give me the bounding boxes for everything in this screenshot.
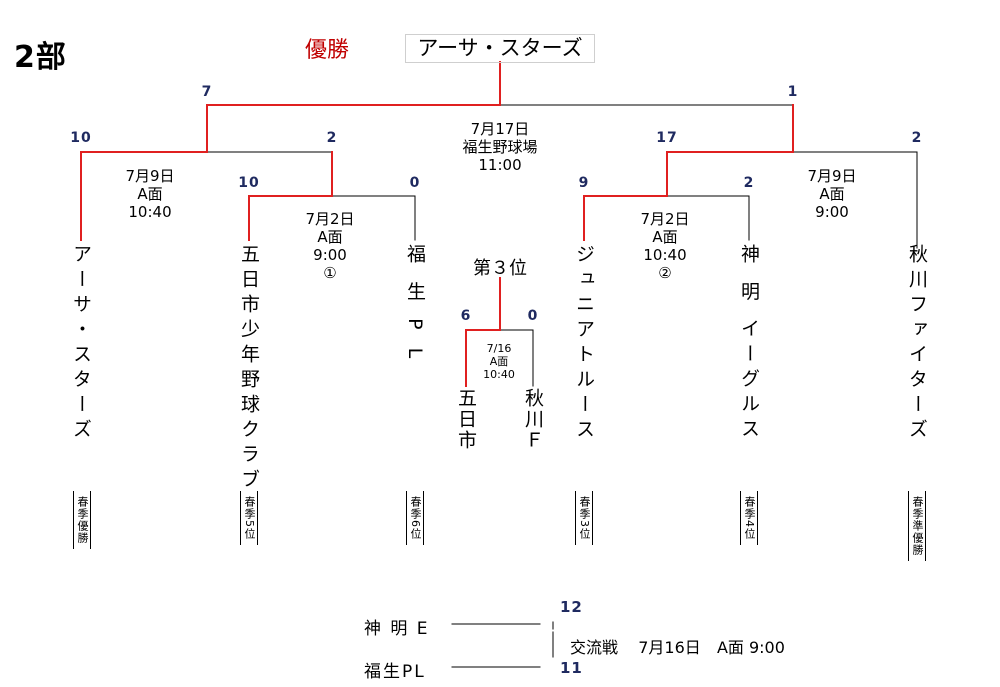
division-title: 2部 [14, 40, 67, 75]
team-note: 春季6位 [406, 491, 424, 545]
third-score-left: 6 [460, 308, 472, 324]
r1-left-date: 7月2日 [305, 210, 355, 228]
third-place-title: 第３位 [473, 258, 527, 279]
champion-label: 優勝 [305, 38, 350, 63]
team-name: 五日市少年野球クラブ [238, 244, 260, 494]
semi-right-time: 9:00 [815, 203, 849, 221]
team-note: 春季優勝 [73, 491, 91, 549]
loser-lines [206, 104, 918, 668]
exchange-score-top: 12 [560, 598, 583, 616]
team-name: 秋川ファイターズ [906, 244, 928, 444]
final-time: 11:00 [478, 156, 522, 174]
exchange-label: 交流戦 [570, 638, 619, 657]
exchange-date: 7月16日 [638, 638, 701, 657]
r1-right-date: 7月2日 [640, 210, 690, 228]
team-note: 春季準優勝 [908, 491, 926, 561]
team-name: 福 生 P L [404, 244, 426, 365]
team-name: ジュニアトルース [573, 244, 595, 444]
third-time: 10:40 [483, 368, 515, 381]
exchange-info: 交流戦 7月16日 A面 9:00 [570, 634, 785, 658]
r1-right-score-left: 9 [578, 175, 590, 191]
third-field: A面 [489, 355, 509, 368]
team-note: 春季3位 [575, 491, 593, 545]
final-date: 7月17日 [470, 120, 530, 138]
r1-left-field: A面 [317, 228, 343, 246]
semi-left-time: 10:40 [128, 203, 172, 221]
champion-name: アーサ・スターズ [405, 34, 595, 63]
exchange-team-bottom: 福生PL [364, 662, 426, 682]
third-date: 7/16 [486, 342, 512, 355]
r1-right-mark: ② [658, 264, 672, 282]
r1-left-time: 9:00 [313, 246, 347, 264]
winner-lines [80, 61, 794, 387]
final-venue: 福生野球場 [462, 138, 538, 156]
exchange-team-top: 神 明 E [364, 619, 430, 639]
r1-left-score-right: 0 [409, 175, 421, 191]
exchange-time: 9:00 [748, 638, 785, 657]
third-team-left: 五日市 [455, 388, 477, 451]
semi-right-field: A面 [819, 185, 845, 203]
third-team-right: 秋川Ｆ [522, 388, 544, 451]
exchange-score-bottom: 11 [560, 659, 583, 677]
r1-right-field: A面 [652, 228, 678, 246]
semi-right-score-bottom: 2 [911, 130, 923, 146]
semi-right-score-top: 17 [656, 130, 678, 146]
semi-left-score-bottom: 2 [326, 130, 338, 146]
team-note: 春季5位 [240, 491, 258, 545]
semi-right-date: 7月9日 [807, 167, 857, 185]
r1-right-score-right: 2 [743, 175, 755, 191]
semi-left-date: 7月9日 [125, 167, 175, 185]
third-score-right: 0 [527, 308, 539, 324]
team-name: アーサ・スターズ [70, 244, 92, 444]
exchange-field: A面 [716, 638, 744, 657]
final-score-left: 7 [201, 84, 213, 100]
semi-left-score-top: 10 [70, 130, 92, 146]
r1-left-score-left: 10 [238, 175, 260, 191]
r1-left-mark: ① [323, 264, 337, 282]
team-note: 春季4位 [740, 491, 758, 545]
semi-left-field: A面 [137, 185, 163, 203]
final-score-right: 1 [787, 84, 799, 100]
r1-right-time: 10:40 [643, 246, 687, 264]
team-name: 神 明 イーグルス [738, 244, 760, 444]
